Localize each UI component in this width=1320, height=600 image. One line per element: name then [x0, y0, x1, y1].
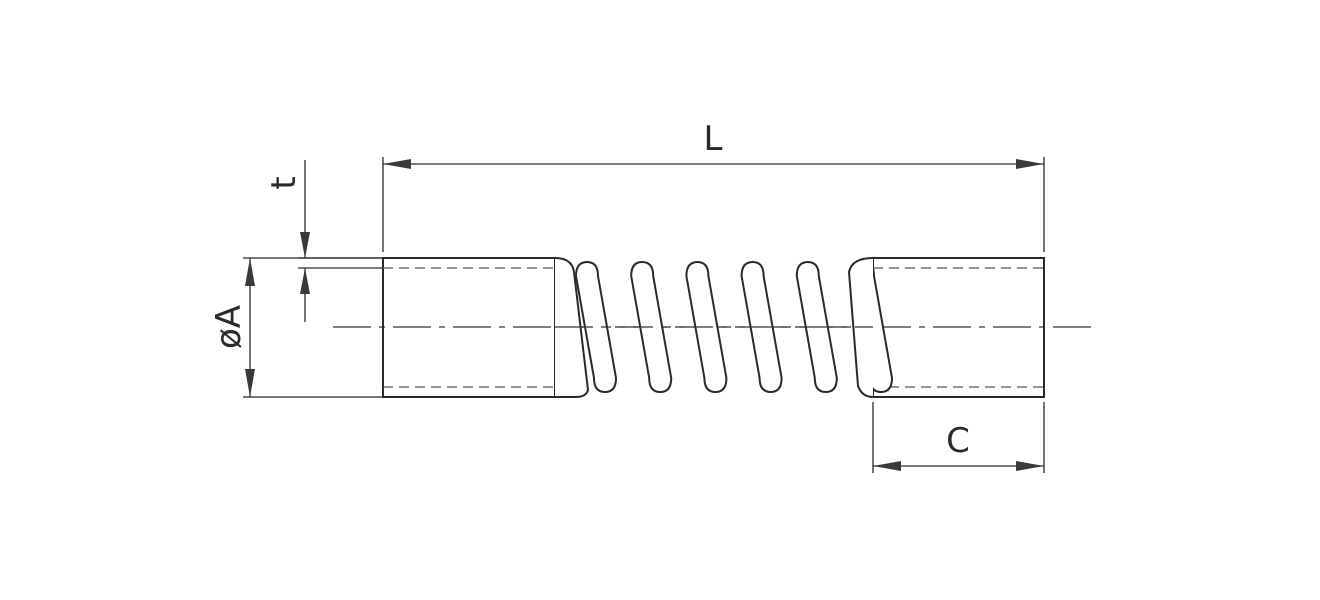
dimension-length: L: [382, 119, 1045, 252]
dimension-end-length: C: [872, 402, 1045, 473]
arrowhead-right: [1016, 159, 1044, 169]
dimension-label-length: L: [704, 119, 723, 159]
coil-turn: [574, 260, 618, 394]
dimension-label-thickness: t: [264, 176, 304, 189]
arrowhead-diameter-bottom: [245, 369, 255, 397]
arrowhead-thickness-top: [300, 232, 310, 258]
dimension-thickness: t: [264, 160, 383, 322]
dimension-label-diameter: øA: [209, 305, 249, 349]
spring-coil: [554, 257, 894, 398]
arrowhead-thickness-bottom: [300, 268, 310, 294]
arrowhead-c-left: [873, 461, 901, 471]
arrowhead-c-right: [1016, 461, 1044, 471]
arrowhead-left: [383, 159, 411, 169]
arrowhead-diameter-top: [245, 258, 255, 286]
dimension-label-end-length: C: [946, 421, 970, 461]
